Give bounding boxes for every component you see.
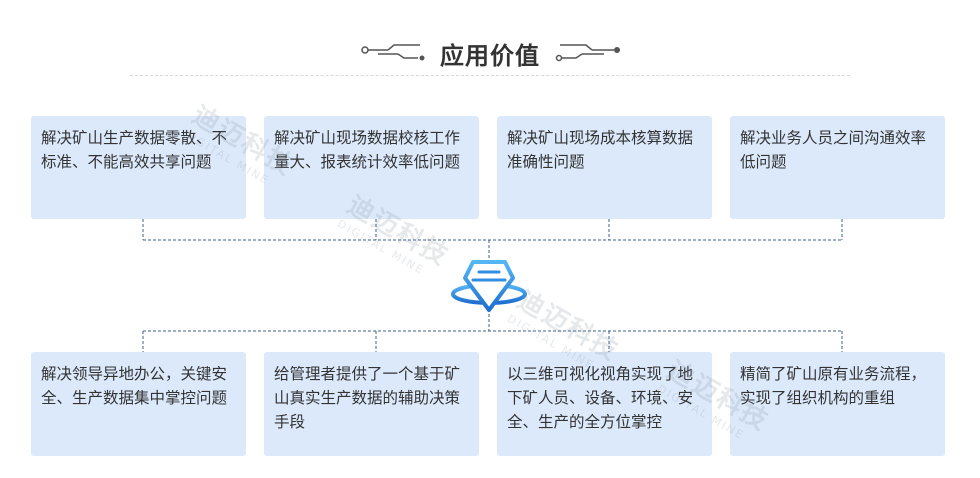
bottom-card-1: 解决领导异地办公，关键安全、生产数据集中掌控问题 <box>31 352 246 456</box>
top-card-4: 解决业务人员之间沟通效率低问题 <box>730 116 945 219</box>
top-card-1: 解决矿山生产数据零散、不标准、不能高效共享问题 <box>31 116 246 219</box>
circuit-decoration-left-icon <box>361 44 425 61</box>
title-divider <box>130 75 850 76</box>
bottom-card-2: 给管理者提供了一个基于矿山真实生产数据的辅助决策手段 <box>264 352 479 456</box>
title-row: 应用价值 <box>0 30 980 74</box>
hub-icon <box>451 260 527 312</box>
circuit-decoration-right-icon <box>555 44 620 62</box>
bottom-card-4: 精简了矿山原有业务流程，实现了组织机构的重组 <box>730 352 945 456</box>
top-card-3: 解决矿山现场成本核算数据准确性问题 <box>497 116 712 219</box>
page-title: 应用价值 <box>440 42 540 70</box>
bottom-card-3: 以三维可视化视角实现了地下矿人员、设备、环境、安全、生产的全方位掌控 <box>497 352 712 456</box>
top-card-2: 解决矿山现场数据校核工作量大、报表统计效率低问题 <box>264 116 479 219</box>
